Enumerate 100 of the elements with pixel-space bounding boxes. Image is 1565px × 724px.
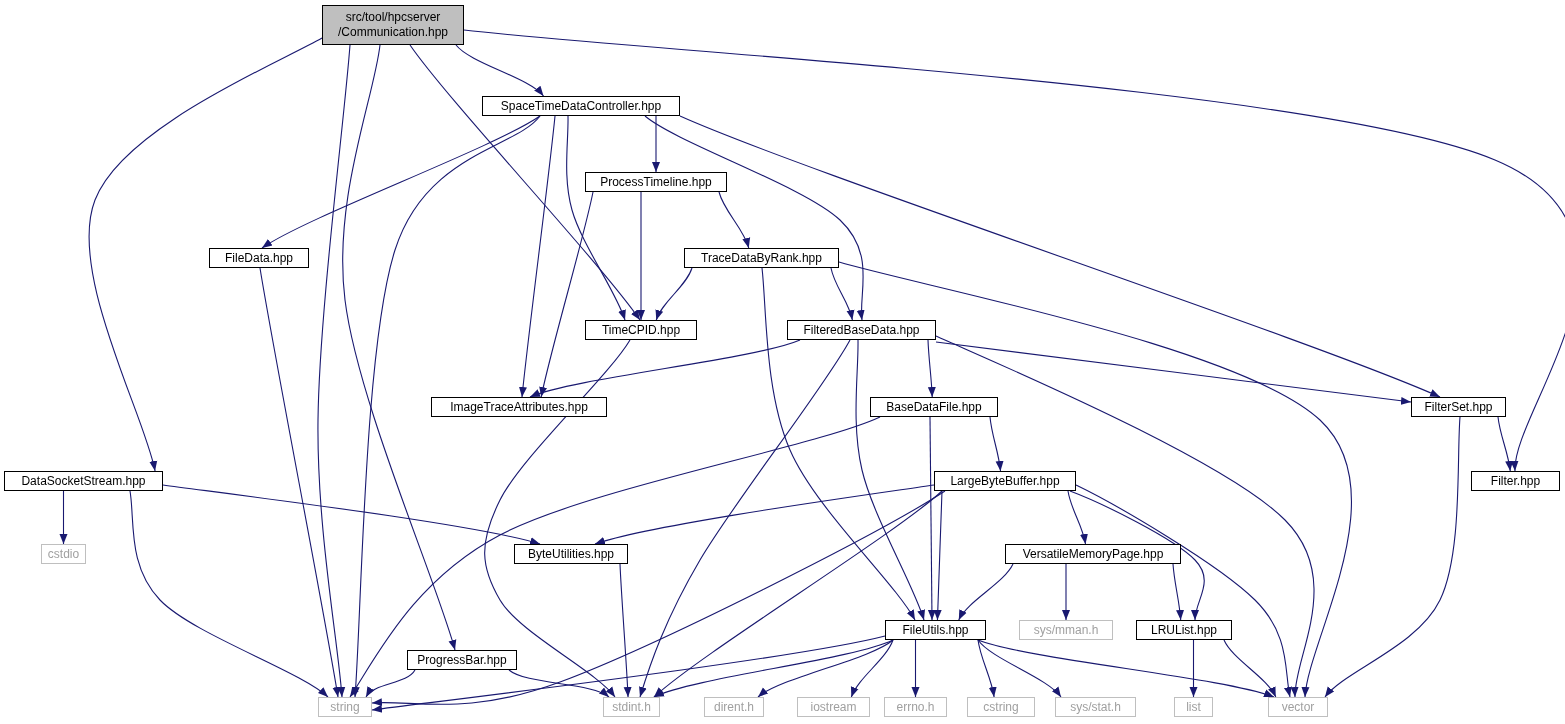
system-header-box [603,697,660,717]
dependency-arrow [409,44,641,321]
file-name: vector [1280,699,1316,715]
dependency-arrow [1497,416,1513,472]
dependency-arrow [655,267,693,321]
dependency-arrow [162,484,541,546]
header-file-box [870,397,998,417]
file-name: BaseDataFile.hpp [885,399,983,415]
dependency-arrow [539,191,594,398]
file-name: FileUtils.hpp [901,622,970,638]
dependency-arrow [757,639,894,698]
header-file-box [585,172,727,192]
dependency-arrow [933,490,943,621]
dependency-arrow [927,416,936,621]
header-file-box [1136,620,1232,640]
dependency-arrow [652,115,660,173]
header-file-box [1471,471,1560,491]
header-file-box [1005,544,1181,564]
dependency-arrow [1062,563,1070,621]
file-name: FilterSet.hpp [1423,399,1494,415]
header-file-box [684,248,839,268]
file-name: sys/mman.h [1032,622,1100,638]
header-file-box [514,544,628,564]
file-name: cstring [982,699,1020,715]
dependency-arrow [911,639,920,698]
dependency-arrow [529,339,801,398]
dependency-arrow [830,267,854,321]
dependency-arrow [463,29,1565,472]
file-name: TimeCPID.hpp [600,322,682,338]
system-header-box [318,697,372,717]
dependency-arrow [653,490,943,698]
dependency-arrow [958,563,1014,621]
file-name: ProcessTimeline.hpp [599,174,713,190]
dependency-arrow [989,416,1004,472]
dependency-arrow [455,44,545,97]
header-file-box [585,320,697,340]
dependency-arrow [365,669,416,698]
file-name: ImageTraceAttributes.hpp [449,399,589,415]
header-file-box [885,620,986,640]
system-header-box [1268,697,1328,717]
dependency-arrow [371,490,946,707]
file-name: LRUList.hpp [1149,622,1218,638]
dependency-arrow [619,563,632,698]
dependency-arrow [519,115,556,398]
file-name: string [329,699,361,715]
dependency-arrow [1223,639,1277,698]
file-name: ByteUtilities.hpp [526,546,615,562]
system-header-box [884,697,947,717]
dependency-arrow [317,44,351,698]
dependency-arrow [718,191,750,249]
file-name: dirent.h [713,699,755,715]
dependency-arrow [508,669,610,698]
file-name: VersatileMemoryPage.hpp [1021,546,1165,562]
dependency-arrow [129,490,329,698]
system-header-box [704,697,764,717]
dependency-arrow [935,341,1412,405]
file-name: sys/stat.h [1069,699,1122,715]
file-name: SpaceTimeDataController.hpp [499,98,663,114]
dependency-arrow [1069,490,1205,621]
dependency-arrow [1189,639,1198,698]
dependency-arrow [59,490,68,545]
system-header-box [1055,697,1136,717]
dependency-arrow [977,639,997,698]
dependency-arrow [88,37,323,472]
dependency-arrow [342,44,456,651]
file-name: FilteredBaseData.hpp [802,322,921,338]
header-file-box [407,650,517,670]
dependency-arrow [1172,563,1184,621]
file-name: FileData.hpp [223,250,294,266]
header-file-box [787,320,936,340]
header-file-box [1411,397,1506,417]
file-name: src/tool/hpcserver /Communication.hpp [336,10,450,40]
dependency-arrow [679,115,1441,398]
dependency-arrow [644,115,866,321]
dependency-arrow [850,639,894,698]
dependency-arrow [977,639,1275,698]
file-name: LargeByteBuffer.hpp [949,473,1061,489]
file-name: DataSocketStream.hpp [20,473,147,489]
system-header-box [1019,620,1113,640]
dependency-arrow [927,339,936,398]
file-name: iostream [809,699,858,715]
header-file-box [4,471,163,491]
dependency-arrow [351,115,541,698]
system-header-box [1174,697,1213,717]
dependency-arrow [935,335,1315,698]
system-header-box [967,697,1035,717]
dependency-arrow [855,339,925,621]
file-name: TraceDataByRank.hpp [700,250,823,266]
file-name: list [1185,699,1202,715]
file-name: errno.h [895,699,936,715]
dependency-arrow [349,416,881,698]
dependency-arrow [594,484,935,545]
header-file-box [209,248,309,268]
dependency-arrow [761,267,916,621]
dependency-arrow [637,191,645,321]
file-name: cstdio [46,546,81,562]
dependency-arrow [484,339,631,698]
system-header-box [41,544,86,564]
dependency-arrow [1324,416,1461,698]
file-name: Filter.hpp [1489,473,1542,489]
